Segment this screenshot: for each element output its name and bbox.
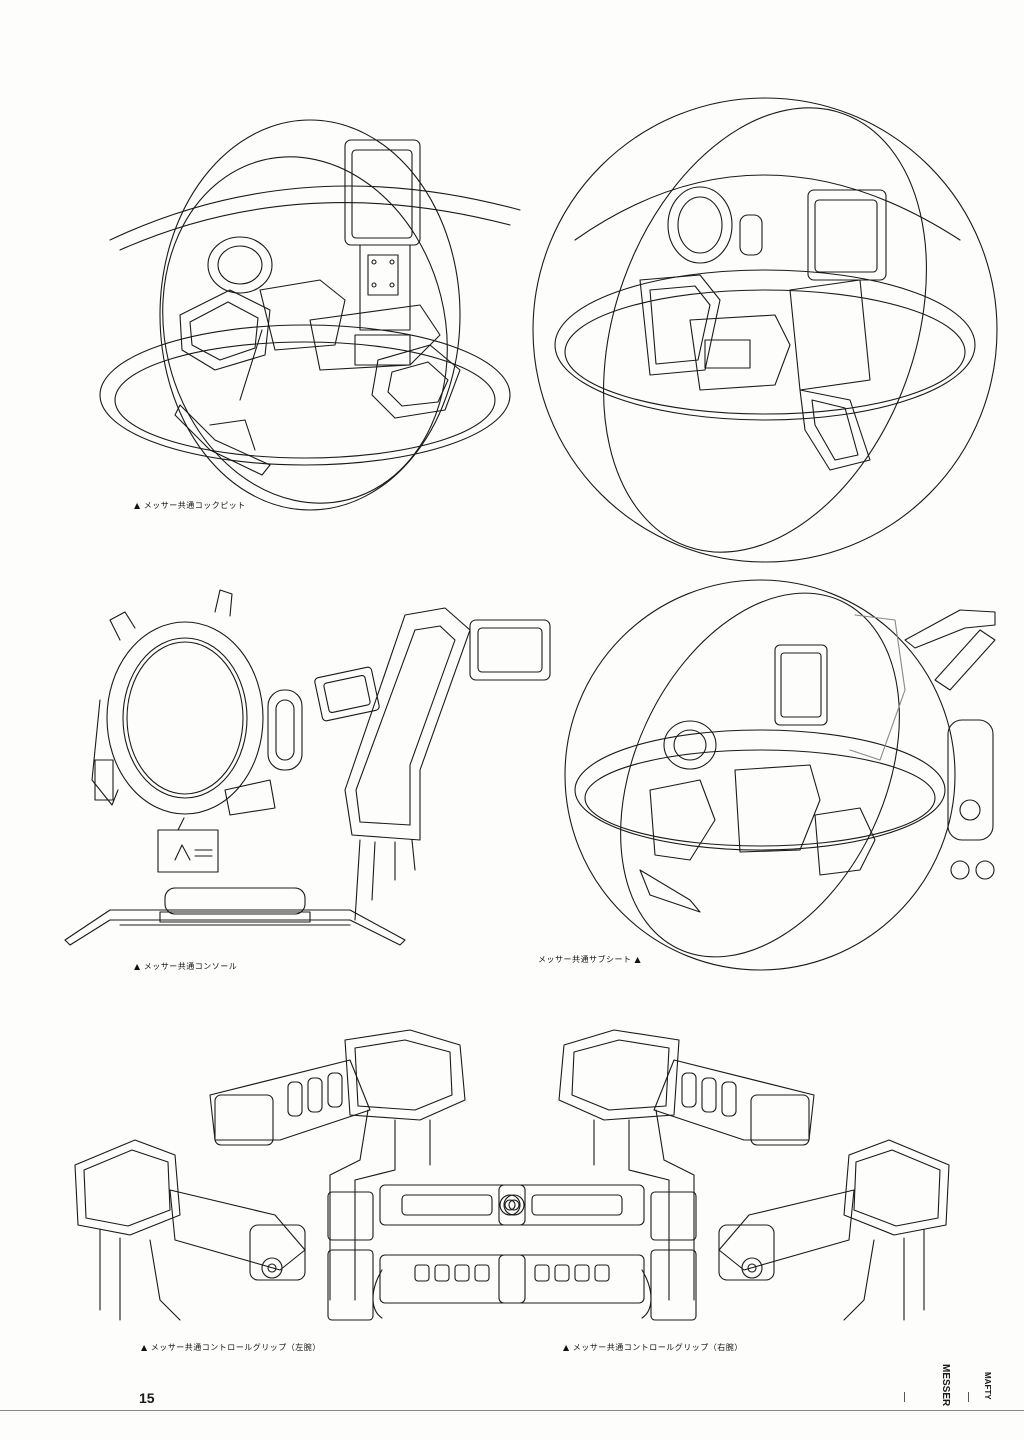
console-bar-drawing	[64, 887, 406, 946]
console-monitor-drawing	[91, 589, 380, 873]
subseat-sphere-drawing	[564, 579, 996, 971]
console-stand-drawing	[344, 607, 551, 921]
rule-tick-left	[904, 1392, 905, 1402]
side-label-book: MAFTY	[983, 1372, 992, 1400]
cockpit-sphere-rear-view	[532, 97, 998, 563]
bottom-rule	[0, 1410, 1024, 1411]
control-grip-left-drawing	[74, 1029, 526, 1321]
page-number: 15	[139, 1390, 155, 1406]
caption-cockpit: ▲ メッサー共通コックピット	[134, 501, 246, 510]
caption-console: ▲ メッサー共通コンソール	[134, 962, 238, 971]
cockpit-sphere-front-view	[99, 119, 521, 511]
caption-control-grip-left: ▲ メッサー共通コントロールグリップ（左腕）	[141, 1343, 321, 1352]
caption-control-grip-right: ▲ メッサー共通コントロールグリップ（右腕）	[563, 1343, 743, 1352]
control-grip-right-drawing	[498, 1029, 950, 1321]
rule-tick-right	[968, 1392, 969, 1402]
side-label-series: MESSER	[940, 1364, 951, 1407]
caption-subseat: メッサー共通サブシート ▲	[538, 955, 642, 964]
